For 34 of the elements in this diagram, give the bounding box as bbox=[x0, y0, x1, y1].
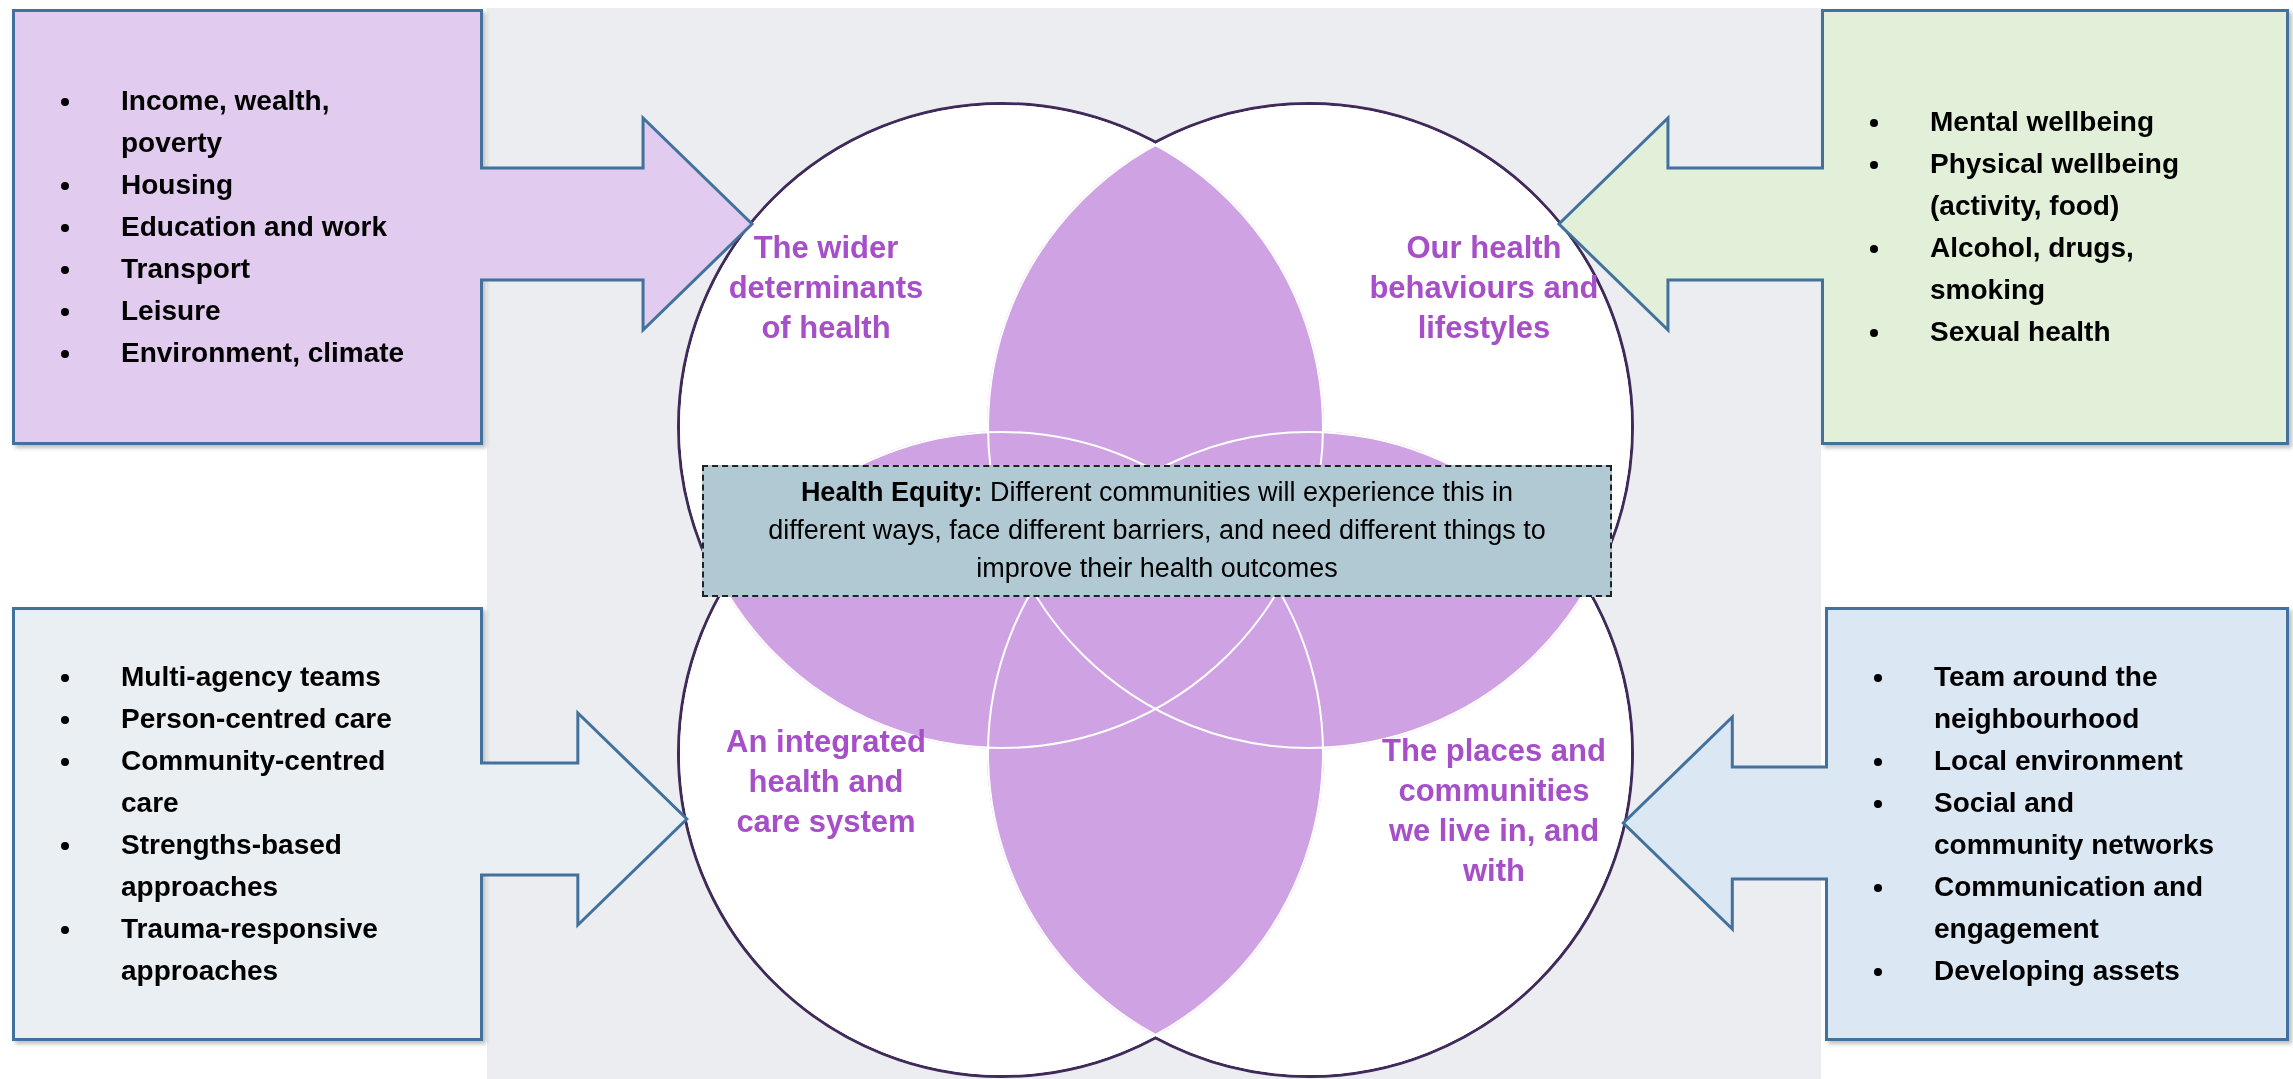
bullet-text: Sexual health bbox=[1930, 316, 2111, 347]
block-arrow bbox=[478, 709, 689, 929]
block-arrow bbox=[1556, 114, 1826, 334]
bullet-text: Local environment bbox=[1934, 745, 2183, 776]
circle-label: The wider determinants of health bbox=[716, 227, 936, 349]
bullet-text: Trauma-responsive approaches bbox=[121, 913, 378, 986]
bullet-text: Social and community networks bbox=[1934, 787, 2215, 860]
callout-box bbox=[1825, 607, 2289, 1041]
block-arrow bbox=[1621, 713, 1830, 933]
bullet-text: Income, wealth, poverty bbox=[121, 85, 330, 158]
bullet-text: Strengths-based approaches bbox=[121, 829, 342, 902]
bullet-text: Alcohol, drugs, smoking bbox=[1930, 232, 2134, 305]
bullet-text: Team around the neighbourhood bbox=[1934, 661, 2158, 734]
circle-label: An integrated health and care system bbox=[718, 721, 934, 843]
bullet-text: Housing bbox=[121, 169, 233, 200]
bullet-text: Environment, climate bbox=[121, 337, 405, 368]
callout-box bbox=[1821, 9, 2289, 445]
bullet-text: Physical wellbeing (activity, food) bbox=[1930, 148, 2179, 221]
bullet-text: Person-centred care bbox=[121, 703, 392, 734]
circle-label: The places and communities we live in, and with bbox=[1381, 730, 1607, 892]
bullet-text: Developing assets bbox=[1934, 955, 2180, 986]
bullet-text: Community-centred care bbox=[121, 745, 386, 818]
block-arrow bbox=[478, 114, 755, 334]
callout-box bbox=[12, 607, 483, 1041]
bullet-text: Education and work bbox=[121, 211, 388, 242]
bullet-text: Leisure bbox=[121, 295, 221, 326]
bullet-text: Communication and engagement bbox=[1934, 871, 2204, 944]
note-box bbox=[702, 465, 1612, 597]
circle-label: Our health behaviours and lifestyles bbox=[1369, 227, 1599, 349]
bullet-text: Mental wellbeing bbox=[1930, 106, 2155, 137]
bullet-text: Transport bbox=[121, 253, 251, 284]
note-text: Health Equity: Different communities will experience this in different ways, face different barriers, and need different things to improve their health outcomes bbox=[767, 476, 1547, 585]
bullet-text: Multi-agency teams bbox=[121, 661, 381, 692]
callout-box bbox=[12, 9, 483, 445]
